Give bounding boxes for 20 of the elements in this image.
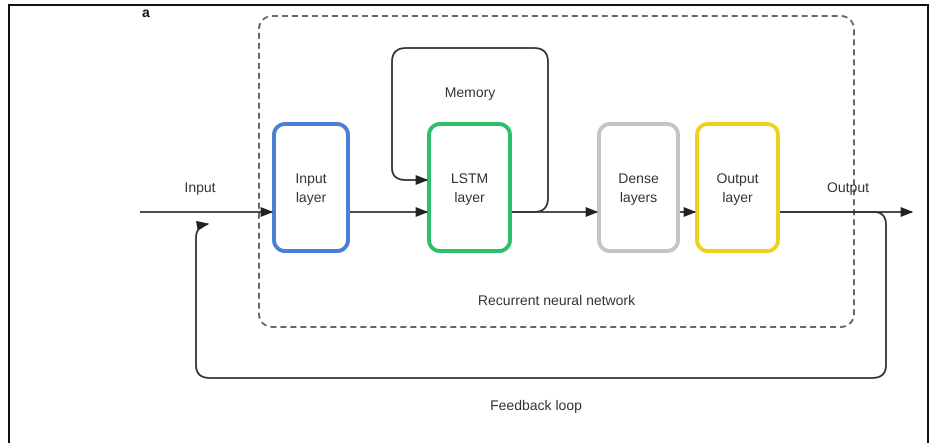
layer-label: Output layer [715, 169, 760, 206]
arrow [195, 211, 887, 379]
edge-label: Input [184, 179, 216, 195]
layer-label: Dense layers [617, 169, 660, 206]
layer-box [597, 122, 680, 253]
group-title: Recurrent neural network [476, 292, 636, 308]
layer-label: Input layer [294, 169, 328, 206]
layer-label: LSTM layer [450, 169, 490, 206]
layer-box [427, 122, 512, 253]
edge-label: Feedback loop [490, 397, 582, 413]
layer-box [272, 122, 350, 253]
arrow [512, 206, 598, 218]
arrow [680, 206, 696, 218]
arrow [391, 47, 549, 213]
arrow [140, 206, 274, 218]
edge-label: Memory [444, 84, 496, 100]
panel-letter: a [142, 4, 150, 20]
edge-label: Output [826, 179, 870, 195]
layer-box [695, 122, 780, 253]
arrow [350, 206, 428, 218]
